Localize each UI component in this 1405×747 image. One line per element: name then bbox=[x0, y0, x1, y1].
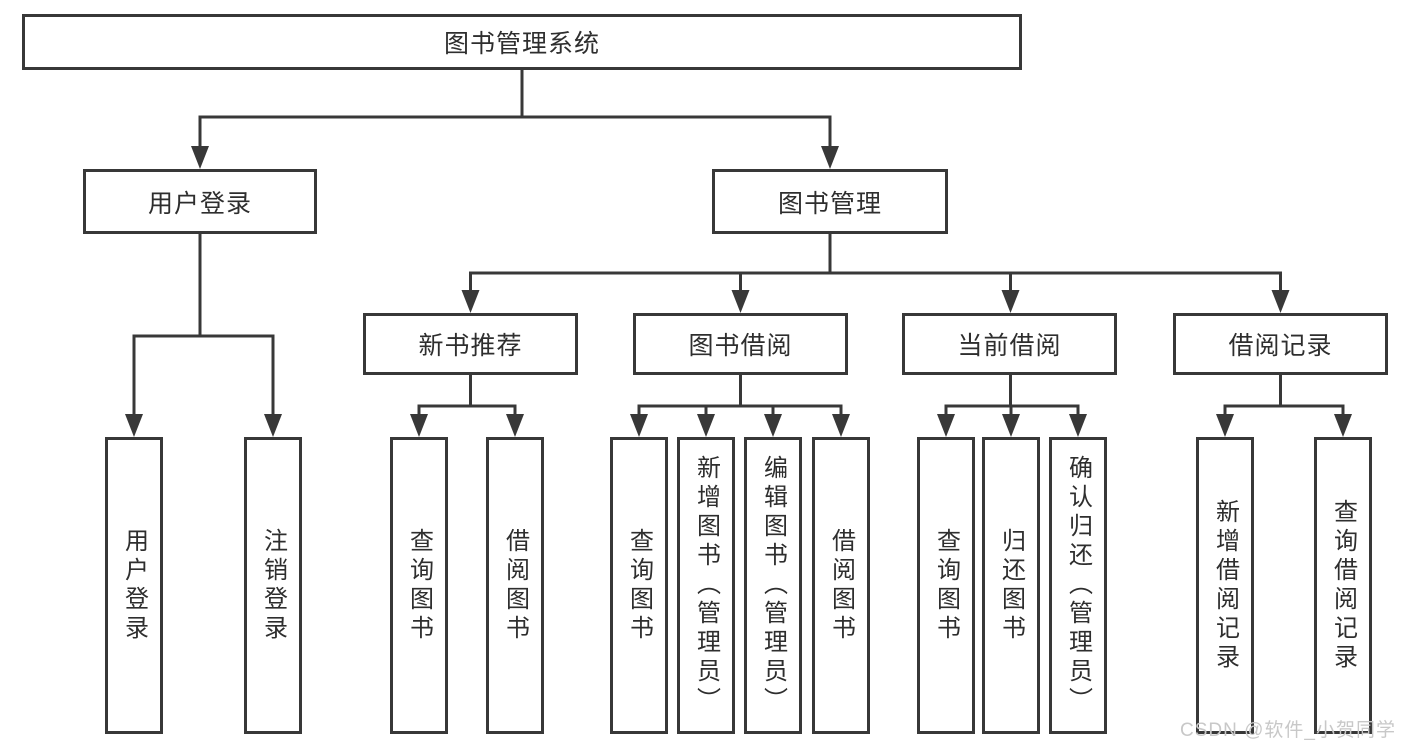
node-user-login-label: 用户登录 bbox=[147, 189, 252, 218]
leaf-nb-query-books-label: 查询图书 bbox=[405, 527, 433, 644]
leaf-bb-borrow-books: 借阅图书 bbox=[812, 437, 870, 734]
leaf-cb-return-books: 归还图书 bbox=[982, 437, 1040, 734]
leaf-bb-edit-books-admin-label: 编辑图书（管理员） bbox=[759, 455, 787, 716]
leaf-br-add-record: 新增借阅记录 bbox=[1196, 437, 1254, 734]
node-user-login: 用户登录 bbox=[83, 169, 317, 234]
node-book-borrowing-label: 图书借阅 bbox=[688, 332, 793, 360]
node-current-borrowing-label: 当前借阅 bbox=[957, 332, 1062, 360]
leaf-cb-query-books-label: 查询图书 bbox=[932, 527, 960, 644]
leaf-bb-add-books-admin-label: 新增图书（管理员） bbox=[692, 455, 720, 716]
node-new-book-recommendation-label: 新书推荐 bbox=[418, 332, 523, 360]
leaf-logout: 注销登录 bbox=[244, 437, 302, 734]
leaf-user-login: 用户登录 bbox=[105, 437, 163, 734]
leaf-br-add-record-label: 新增借阅记录 bbox=[1211, 498, 1239, 673]
node-borrowing-records: 借阅记录 bbox=[1173, 313, 1388, 375]
leaf-br-query-record-label: 查询借阅记录 bbox=[1329, 498, 1357, 673]
leaf-cb-return-books-label: 归还图书 bbox=[997, 527, 1025, 644]
leaf-nb-borrow-books-label: 借阅图书 bbox=[501, 527, 529, 644]
leaf-nb-borrow-books: 借阅图书 bbox=[486, 437, 544, 734]
leaf-cb-confirm-return-admin: 确认归还（管理员） bbox=[1049, 437, 1107, 734]
leaf-br-query-record: 查询借阅记录 bbox=[1314, 437, 1372, 734]
leaf-logout-label: 注销登录 bbox=[259, 527, 287, 644]
node-book-management-label: 图书管理 bbox=[777, 189, 882, 218]
watermark: CSDN @软件_小贺同学 bbox=[1180, 720, 1396, 741]
leaf-user-login-label: 用户登录 bbox=[120, 527, 148, 644]
leaf-nb-query-books: 查询图书 bbox=[390, 437, 448, 734]
leaf-bb-edit-books-admin: 编辑图书（管理员） bbox=[744, 437, 802, 734]
leaf-bb-borrow-books-label: 借阅图书 bbox=[827, 527, 855, 644]
node-new-book-recommendation: 新书推荐 bbox=[363, 313, 578, 375]
node-current-borrowing: 当前借阅 bbox=[902, 313, 1117, 375]
leaf-bb-add-books-admin: 新增图书（管理员） bbox=[677, 437, 735, 734]
leaf-cb-query-books: 查询图书 bbox=[917, 437, 975, 734]
node-root-label: 图书管理系统 bbox=[443, 30, 600, 58]
leaf-bb-query-books-label: 查询图书 bbox=[625, 527, 653, 644]
node-book-management: 图书管理 bbox=[712, 169, 948, 234]
node-book-borrowing: 图书借阅 bbox=[633, 313, 848, 375]
node-borrowing-records-label: 借阅记录 bbox=[1228, 332, 1333, 360]
leaf-bb-query-books: 查询图书 bbox=[610, 437, 668, 734]
node-root: 图书管理系统 bbox=[22, 14, 1022, 70]
leaf-cb-confirm-return-admin-label: 确认归还（管理员） bbox=[1064, 455, 1092, 716]
